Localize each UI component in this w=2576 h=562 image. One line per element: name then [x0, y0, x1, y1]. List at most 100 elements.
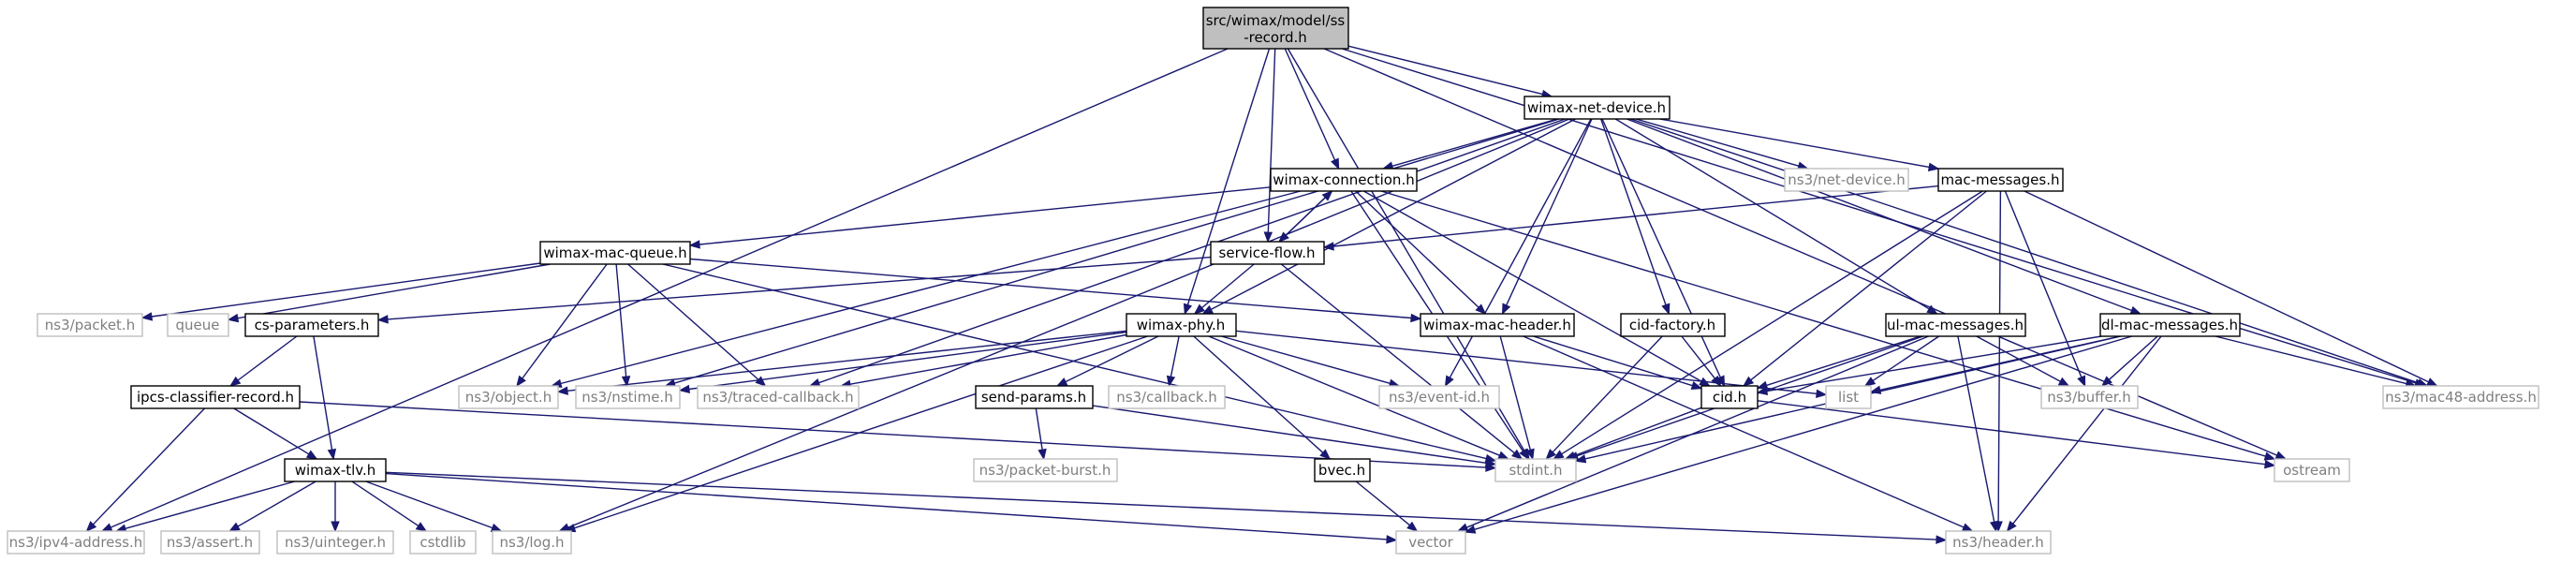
node-ns3-header-box — [1945, 530, 2052, 555]
edge-wimax-connection-to-cid — [1362, 190, 1702, 382]
edge-wimax-net-device-to-mac-messages — [1659, 118, 1930, 169]
node-ns3-traced-callback[interactable]: ns3/traced-callback.h — [697, 385, 860, 409]
node-stdint[interactable]: stdint.h — [1494, 458, 1577, 482]
arrowhead-icon — [1863, 377, 1877, 387]
node-ns3-header-label: ns3/header.h — [1952, 534, 2044, 551]
node-ns3-assert[interactable]: ns3/assert.h — [160, 530, 260, 555]
node-mac-messages[interactable]: mac-messages.h — [1937, 168, 2064, 192]
node-list-label: list — [1838, 389, 1859, 406]
node-ns3-header[interactable]: ns3/header.h — [1945, 530, 2052, 555]
arrowhead-icon — [140, 312, 154, 321]
node-ns3-callback[interactable]: ns3/callback.h — [1108, 385, 1226, 409]
node-vector-box — [1395, 530, 1466, 555]
node-wimax-phy[interactable]: wimax-phy.h — [1126, 313, 1237, 337]
edge-wimax-tlv-to-ns3-ipv4-address — [125, 481, 295, 529]
nodes-layer: src/wimax/model/ss -record.h wimax-net-d… — [7, 7, 2539, 555]
node-ostream[interactable]: ostream — [2274, 458, 2350, 482]
node-ns3-callback-label: ns3/callback.h — [1116, 389, 1217, 406]
arrowhead-icon — [1989, 520, 1999, 533]
node-cstdlib[interactable]: cstdlib — [409, 530, 477, 555]
node-cs-parameters[interactable]: cs-parameters.h — [244, 313, 379, 337]
node-list[interactable]: list — [1825, 385, 1872, 409]
node-ns3-event-id[interactable]: ns3/event-id.h — [1378, 385, 1500, 409]
node-ns3-nstime[interactable]: ns3/nstime.h — [575, 385, 681, 409]
node-ns3-uinteger-label: ns3/uinteger.h — [285, 534, 386, 551]
node-ns3-packet-burst[interactable]: ns3/packet-burst.h — [973, 458, 1118, 482]
node-wimax-connection[interactable]: wimax-connection.h — [1270, 168, 1418, 192]
edge-send-params-to-ns3-packet-burst — [1035, 407, 1043, 451]
arrowhead-icon — [227, 313, 240, 323]
edge-wimax-mac-queue-to-wimax-mac-header — [689, 258, 1412, 319]
node-wimax-net-device-box — [1524, 96, 1671, 120]
arrowhead-icon — [2057, 377, 2070, 387]
node-ns3-ipv4-address[interactable]: ns3/ipv4-address.h — [7, 530, 145, 555]
edge-wimax-phy-to-ns3-traced-callback — [849, 333, 1127, 385]
node-ns3-log[interactable]: ns3/log.h — [492, 530, 572, 555]
edge-wimax-net-device-to-ns3-mac48-address — [1630, 118, 2419, 384]
edge-wimax-net-device-to-cid-factory — [1600, 118, 1667, 305]
arrowhead-icon — [1711, 375, 1722, 388]
arrowhead-icon — [2077, 375, 2086, 388]
node-ss-record-label-line1: src/wimax/model/ss — [1206, 12, 1346, 29]
node-wimax-phy-box — [1126, 313, 1237, 337]
edge-wimax-phy-to-ns3-event-id — [1221, 335, 1391, 384]
node-cid[interactable]: cid.h — [1700, 385, 1759, 409]
node-ns3-packet[interactable]: ns3/packet.h — [37, 313, 143, 337]
node-ss-record[interactable]: src/wimax/model/ss -record.h — [1202, 7, 1349, 50]
node-ns3-ipv4-address-box — [7, 530, 145, 555]
node-send-params[interactable]: send-params.h — [975, 385, 1094, 409]
node-ns3-buffer[interactable]: ns3/buffer.h — [2040, 385, 2139, 409]
node-ipcs-classifier-record-box — [130, 385, 301, 409]
arrowhead-icon — [1193, 303, 1205, 315]
arrowhead-icon — [2129, 305, 2142, 315]
node-service-flow[interactable]: service-flow.h — [1210, 241, 1325, 265]
node-dl-mac-messages[interactable]: dl-mac-messages.h — [2099, 313, 2241, 337]
node-ns3-net-device-label: ns3/net-device.h — [1788, 171, 1906, 188]
node-ns3-uinteger[interactable]: ns3/uinteger.h — [276, 530, 394, 555]
node-bvec-box — [1314, 458, 1371, 482]
arrowhead-icon — [305, 450, 318, 460]
node-bvec[interactable]: bvec.h — [1314, 458, 1371, 482]
node-queue[interactable]: queue — [167, 313, 229, 337]
edge-wimax-tlv-to-vector — [385, 472, 1388, 540]
node-ns3-net-device[interactable]: ns3/net-device.h — [1784, 168, 1909, 192]
node-wimax-net-device[interactable]: wimax-net-device.h — [1524, 96, 1671, 120]
edge-wimax-net-device-to-ns3-traced-callback — [818, 118, 1566, 384]
edge-ss-record-to-service-flow — [1267, 48, 1276, 233]
edge-ul-mac-messages-to-cid — [1766, 335, 1921, 387]
edge-wimax-connection-to-ns3-object — [560, 190, 1302, 385]
node-ns3-object-label: ns3/object.h — [465, 389, 552, 406]
edge-wimax-mac-queue-to-queue — [237, 263, 551, 319]
arrowhead-icon — [516, 375, 526, 388]
node-ipcs-classifier-record[interactable]: ipcs-classifier-record.h — [130, 385, 301, 409]
node-wimax-mac-queue[interactable]: wimax-mac-queue.h — [539, 241, 691, 265]
node-wimax-tlv[interactable]: wimax-tlv.h — [284, 458, 387, 482]
node-service-flow-label: service-flow.h — [1219, 244, 1316, 261]
node-ns3-ipv4-address-label: ns3/ipv4-address.h — [9, 534, 143, 551]
node-vector[interactable]: vector — [1395, 530, 1466, 555]
arrowhead-icon — [678, 384, 690, 394]
node-ns3-traced-callback-box — [697, 385, 860, 409]
node-cid-factory[interactable]: cid-factory.h — [1620, 313, 1726, 337]
arrowhead-icon — [2426, 377, 2438, 387]
arrowhead-icon — [1319, 449, 1332, 460]
edge-dl-mac-messages-to-ns3-header — [2012, 335, 2162, 525]
node-wimax-mac-header-box — [1420, 313, 1575, 337]
node-ns3-uinteger-box — [276, 530, 394, 555]
edge-wimax-net-device-to-ns3-nstime — [674, 118, 1560, 384]
arrowhead-icon — [1661, 303, 1671, 316]
node-ul-mac-messages[interactable]: ul-mac-messages.h — [1885, 313, 2026, 337]
node-ns3-object-box — [458, 385, 559, 409]
node-wimax-mac-header[interactable]: wimax-mac-header.h — [1420, 313, 1575, 337]
edges-layer — [85, 45, 2438, 544]
arrowhead-icon — [1386, 535, 1398, 544]
edge-wimax-phy-to-list — [1235, 330, 1818, 394]
edge-wimax-net-device-to-ns3-net-device — [1635, 118, 1800, 167]
edge-ul-mac-messages-to-vector — [1465, 335, 1929, 528]
arrowhead-icon — [1961, 523, 1974, 532]
node-cs-parameters-label: cs-parameters.h — [255, 317, 370, 333]
node-ns3-mac48-address[interactable]: ns3/mac48-address.h — [2382, 385, 2539, 409]
node-ns3-object[interactable]: ns3/object.h — [458, 385, 559, 409]
